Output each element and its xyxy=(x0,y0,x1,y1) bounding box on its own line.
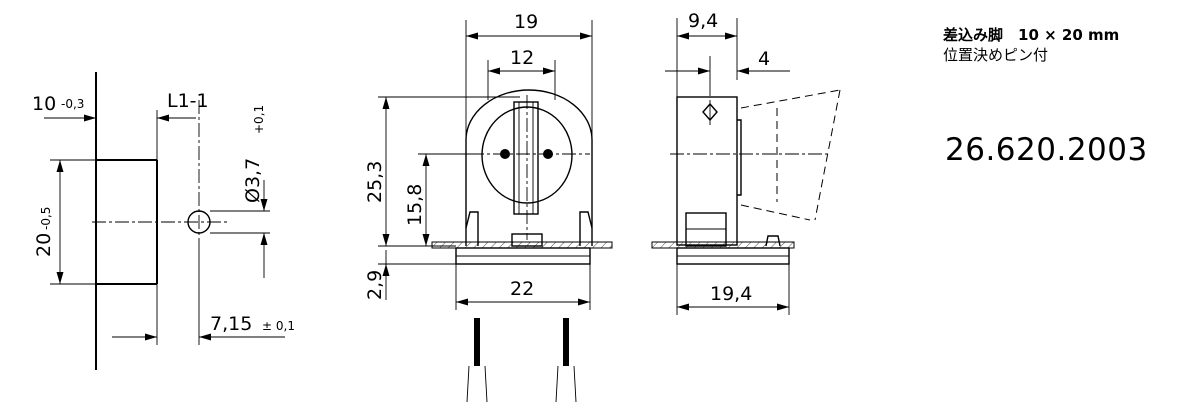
dim-158-label: 15,8 xyxy=(404,184,426,226)
dim-20-tolerance: -0,5 xyxy=(39,207,53,230)
dim-10-tolerance: -0,3 xyxy=(61,97,84,111)
mounting-panel xyxy=(431,241,613,249)
dim-diameter-label: Ø3,7 xyxy=(242,158,264,203)
dim-29-label: 2,9 xyxy=(364,270,386,300)
lamp-tube-outer xyxy=(814,89,841,221)
dim-12-label: 12 xyxy=(510,47,534,69)
wire-right xyxy=(563,318,569,366)
dim-19-label: 19 xyxy=(514,11,538,33)
locating-pin-hole xyxy=(187,210,211,234)
dim-20-label: 20 xyxy=(33,233,55,257)
lampholder-front-view: 19 12 25,3 15,8 2,9 xyxy=(364,11,613,403)
lamp-pin-right xyxy=(543,149,553,159)
wire-left xyxy=(474,318,480,366)
dim-4-label: 4 xyxy=(758,48,770,70)
side-mounting-panel xyxy=(651,241,795,249)
dim-715-label: 7,15 xyxy=(210,313,252,335)
dim-194-label: 19,4 xyxy=(710,283,752,305)
lampholder-side-view: 9,4 4 19,4 xyxy=(651,10,841,315)
latch-right xyxy=(579,211,593,246)
lamp-tube-top xyxy=(740,89,841,109)
lamp-pin-left xyxy=(500,149,510,159)
dim-22-label: 22 xyxy=(510,278,534,300)
latch-left xyxy=(465,211,479,246)
dim-diameter-tolerance: +0,1 xyxy=(252,105,266,134)
dim-10-label: 10 xyxy=(32,93,56,115)
dim-715-tolerance: ± 0,1 xyxy=(262,319,295,333)
dim-253-label: 25,3 xyxy=(364,161,386,203)
wire-left-sleeve xyxy=(466,365,488,403)
holder-body-outline xyxy=(465,89,593,246)
spec-line-locating-pin: 位置決めピン付 xyxy=(943,46,1049,64)
side-rotor-edge xyxy=(737,119,742,196)
lamp-tube-bottom xyxy=(740,204,811,221)
dim-l-label: L1-1 xyxy=(167,90,209,112)
side-latch-block xyxy=(685,212,727,247)
spec-line-plug-legs: 差込み脚 10 × 20 mm xyxy=(943,26,1120,44)
part-number: 26.620.2003 xyxy=(945,132,1148,168)
hole-layout-view: 10 -0,3 L1-1 20 -0,5 Ø3,7 +0,1 7,15 ± 0,… xyxy=(32,72,295,370)
wire-right-sleeve xyxy=(555,365,577,403)
lamp-slot xyxy=(513,101,539,215)
side-clip xyxy=(765,235,781,247)
side-pin-marker xyxy=(702,102,718,122)
dim-94-label: 9,4 xyxy=(688,10,718,32)
